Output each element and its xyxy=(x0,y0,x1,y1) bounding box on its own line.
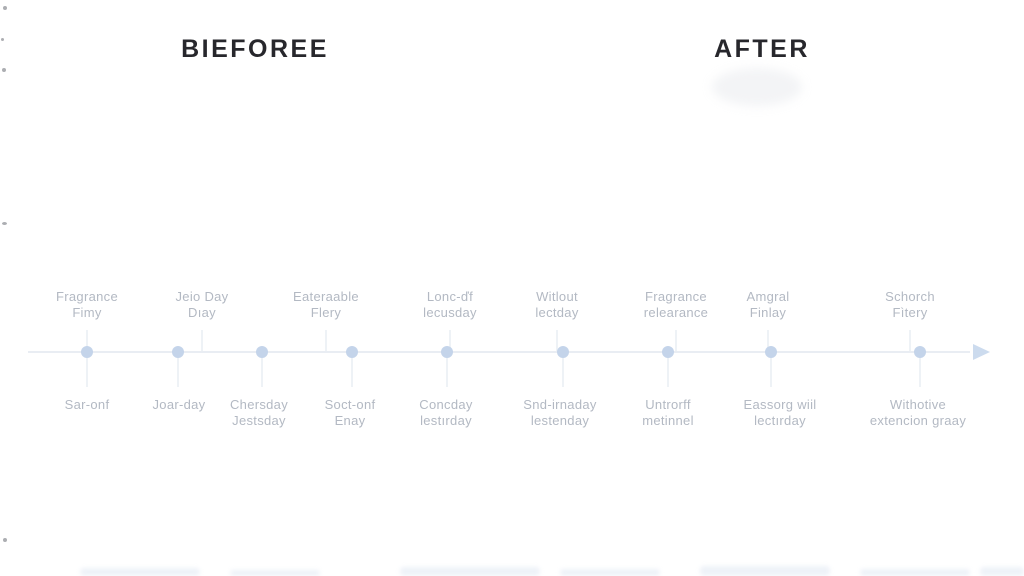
timeline-dot xyxy=(557,346,569,358)
label-line: Withotive xyxy=(889,397,947,412)
tick-mark-bottom xyxy=(446,353,448,387)
label-line: Schorch xyxy=(885,289,935,304)
timeline-dot xyxy=(765,346,777,358)
tick-mark-bottom xyxy=(770,353,772,387)
label-line: Dıay xyxy=(188,305,216,320)
tick-mark-top xyxy=(675,330,677,351)
before-title: BIEFOREE xyxy=(181,35,329,63)
tick-mark-bottom xyxy=(562,353,564,387)
tick-mark-top xyxy=(767,330,769,351)
label-line: Enay xyxy=(334,413,366,428)
label-line: Fragrance xyxy=(645,289,707,304)
label-line: extencion graay xyxy=(869,413,967,428)
label-line: Fìtery xyxy=(892,305,928,320)
label-line: Concday xyxy=(419,397,473,412)
tick-mark-bottom xyxy=(177,353,179,387)
timeline-dot xyxy=(81,346,93,358)
label-line: Eassorg wiil xyxy=(743,397,817,412)
tick-mark-top xyxy=(556,330,558,351)
label-line: lectırday xyxy=(754,413,806,428)
label-line: Jeio Day xyxy=(175,289,229,304)
tick-mark-bottom xyxy=(261,353,263,387)
label-line: metinnel xyxy=(642,413,694,428)
timeline-dot xyxy=(256,346,268,358)
label-line: Amgral xyxy=(746,289,790,304)
after-title: AFTER xyxy=(714,35,810,63)
tick-mark-top xyxy=(86,330,88,351)
tick-mark-bottom xyxy=(919,353,921,387)
label-line: lecusday xyxy=(423,305,477,320)
label-line: Lonc-ďf xyxy=(426,289,474,304)
label-line: lestenday xyxy=(530,413,590,428)
label-line: Snd-irnaday xyxy=(523,397,597,412)
timeline-label-bottom: Joar-day xyxy=(153,397,206,413)
timeline-label-bottom: Sar-onf xyxy=(65,397,110,413)
label-line: Joar-day xyxy=(152,397,206,412)
tick-mark-top xyxy=(325,330,327,351)
label-line: Eateraable xyxy=(293,289,359,304)
label-line: Soct-onf xyxy=(324,397,376,412)
label-line: Jestsday xyxy=(232,413,286,428)
label-line: relearance xyxy=(643,305,709,320)
tick-mark-bottom xyxy=(351,353,353,387)
timeline-dot xyxy=(914,346,926,358)
timeline-dot xyxy=(346,346,358,358)
timeline-dot xyxy=(662,346,674,358)
label-line: Witlout xyxy=(536,289,578,304)
tick-mark-top xyxy=(449,330,451,351)
arrow-right-icon xyxy=(973,344,990,360)
label-line: Flery xyxy=(310,305,342,320)
tick-mark-top xyxy=(909,330,911,351)
label-line: Untrorff xyxy=(645,397,691,412)
label-line: Chersday xyxy=(229,397,289,412)
tick-mark-bottom xyxy=(667,353,669,387)
label-line: Fragrance xyxy=(56,289,118,304)
tick-mark-top xyxy=(201,330,203,351)
label-line: Finlay xyxy=(749,305,787,320)
label-line: Sar-onf xyxy=(64,397,110,412)
timeline-line xyxy=(28,351,970,353)
timeline-dot xyxy=(172,346,184,358)
timeline-dot xyxy=(441,346,453,358)
label-line: lectday xyxy=(535,305,579,320)
tick-mark-bottom xyxy=(86,353,88,387)
label-line: Fimy xyxy=(72,305,102,320)
label-line: lestırday xyxy=(420,413,472,428)
